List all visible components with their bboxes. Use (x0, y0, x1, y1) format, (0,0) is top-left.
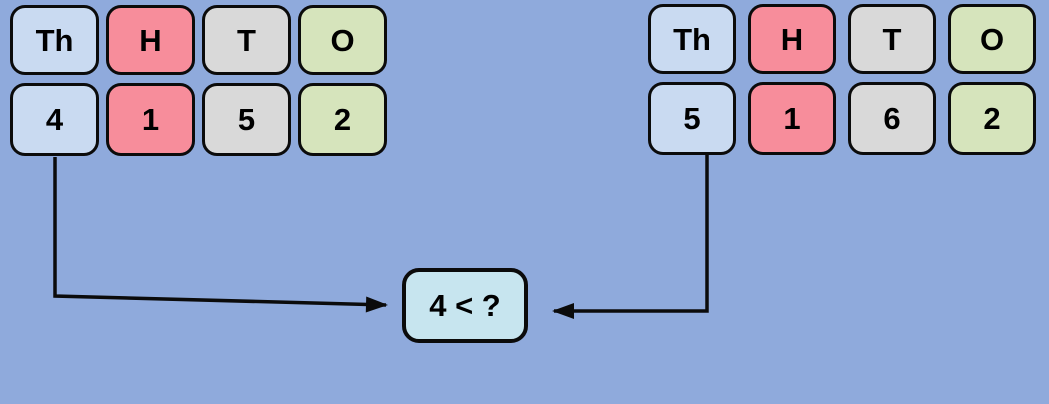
left-tens-header: T (202, 5, 291, 75)
left-ones-header: O (298, 5, 387, 75)
left-ones-digit: 2 (298, 83, 387, 156)
right-ones-header: O (948, 4, 1036, 74)
left-place-value-chart: Th H T O 4 1 5 2 (10, 5, 387, 156)
comparison-box: 4 < ? (402, 268, 528, 343)
right-place-value-chart: Th H T O 5 1 6 2 (648, 4, 1036, 155)
comparison-label: 4 < ? (429, 287, 501, 323)
right-thousands-arrow (552, 155, 709, 319)
right-hundreds-digit: 1 (748, 82, 836, 155)
left-thousands-digit: 4 (10, 83, 99, 156)
left-hundreds-header: H (106, 5, 195, 75)
left-tens-digit: 5 (202, 83, 291, 156)
right-tens-digit: 6 (848, 82, 936, 155)
left-thousands-header: Th (10, 5, 99, 75)
left-hundreds-digit: 1 (106, 83, 195, 156)
right-thousands-header: Th (648, 4, 736, 74)
right-thousands-digit: 5 (648, 82, 736, 155)
right-tens-header: T (848, 4, 936, 74)
right-ones-digit: 2 (948, 82, 1036, 155)
left-thousands-arrow (53, 157, 388, 313)
right-hundreds-header: H (748, 4, 836, 74)
